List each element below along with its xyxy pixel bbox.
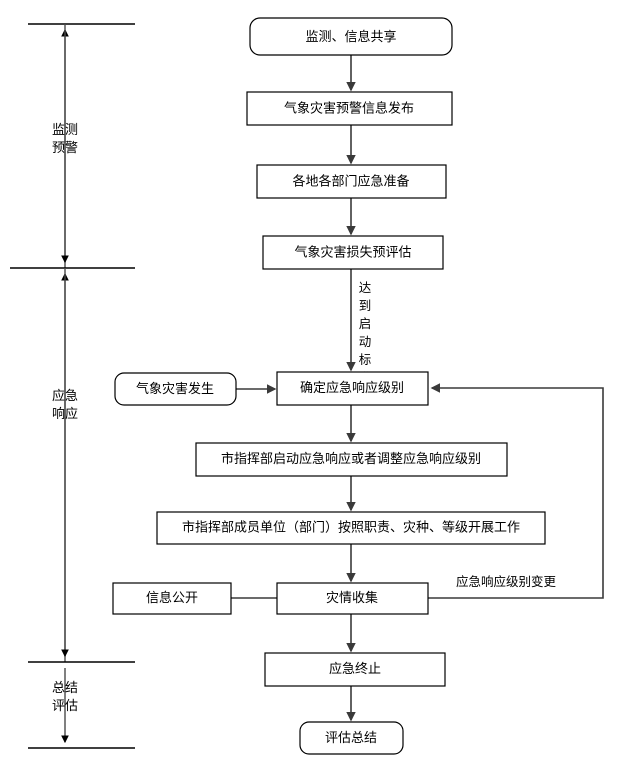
node-dept-preparation-shape[interactable] — [256, 164, 447, 199]
edge-label-level-change: 应急响应级别变更 — [456, 574, 557, 589]
node-info-disclosure[interactable]: 信息公开 — [112, 582, 232, 615]
node-determine-level[interactable]: 确定应急响应级别 — [276, 371, 429, 406]
activation-char-2: 到 — [359, 298, 372, 313]
node-city-hq-start-label: 市指挥部启动应急响应或者调整应急响应级别 — [221, 451, 481, 467]
node-monitor-share-shape[interactable] — [249, 17, 453, 56]
node-determine-level-shape[interactable] — [276, 371, 429, 406]
node-warning-release[interactable]: 气象灾害预警信息发布 — [246, 91, 453, 126]
node-emergency-end-shape[interactable] — [264, 652, 446, 687]
node-emergency-end[interactable]: 应急终止 — [264, 652, 446, 687]
node-member-units-shape[interactable] — [156, 511, 546, 545]
node-monitor-share[interactable]: 监测、信息共享 — [249, 17, 453, 56]
node-loss-preassess-label: 气象灾害损失预评估 — [294, 245, 411, 261]
node-loss-preassess[interactable]: 气象灾害损失预评估 — [262, 235, 444, 270]
node-info-disclosure-label: 信息公开 — [146, 590, 198, 606]
node-member-units-label: 市指挥部成员单位（部门）按照职责、灾种、等级开展工作 — [182, 520, 520, 536]
node-determine-level-label: 确定应急响应级别 — [300, 380, 404, 396]
edge-level-change-feedback — [427, 383, 604, 599]
node-disaster-collect-label: 灾情收集 — [326, 590, 378, 606]
node-warning-release-label: 气象灾害预警信息发布 — [284, 101, 414, 117]
node-city-hq-start-shape[interactable] — [195, 442, 508, 477]
node-disaster-occurs[interactable]: 气象灾害发生 — [114, 372, 237, 406]
node-info-disclosure-shape[interactable] — [112, 582, 232, 615]
node-assess-summary[interactable]: 评估总结 — [299, 721, 404, 755]
phase-bracket-monitoring: 监测 预警 — [28, 23, 135, 268]
activation-char-3: 启 — [359, 316, 372, 331]
node-member-units[interactable]: 市指挥部成员单位（部门）按照职责、灾种、等级开展工作 — [156, 511, 546, 545]
node-disaster-collect[interactable]: 灾情收集 — [276, 582, 429, 615]
activation-char-1: 达 — [359, 280, 372, 295]
node-monitor-share-label: 监测、信息共享 — [305, 29, 396, 45]
activation-char-5: 标 — [359, 352, 372, 367]
phase-bracket-response: 应急 响应 — [10, 24, 135, 662]
phase-bracket-summary: 总结 评估 — [28, 268, 135, 749]
activation-char-4: 动 — [359, 334, 372, 349]
node-city-hq-start[interactable]: 市指挥部启动应急响应或者调整应急响应级别 — [195, 442, 508, 477]
node-disaster-occurs-label: 气象灾害发生 — [136, 381, 214, 397]
node-dept-preparation-label: 各地各部门应急准备 — [292, 174, 409, 190]
node-warning-release-shape[interactable] — [246, 91, 453, 126]
node-disaster-occurs-shape[interactable] — [114, 372, 237, 406]
phase-label-summary-line1: 总结 — [52, 681, 78, 696]
phase-label-summary-line2: 评估 — [52, 699, 78, 714]
node-assess-summary-shape[interactable] — [299, 721, 404, 755]
edge-label-activation-standard: 达 到 启 动 标 准 — [359, 280, 372, 385]
node-assess-summary-label: 评估总结 — [325, 731, 377, 746]
node-dept-preparation[interactable]: 各地各部门应急准备 — [256, 164, 447, 199]
node-disaster-collect-shape[interactable] — [276, 582, 429, 615]
node-emergency-end-label: 应急终止 — [329, 661, 381, 677]
node-loss-preassess-shape[interactable] — [262, 235, 444, 270]
